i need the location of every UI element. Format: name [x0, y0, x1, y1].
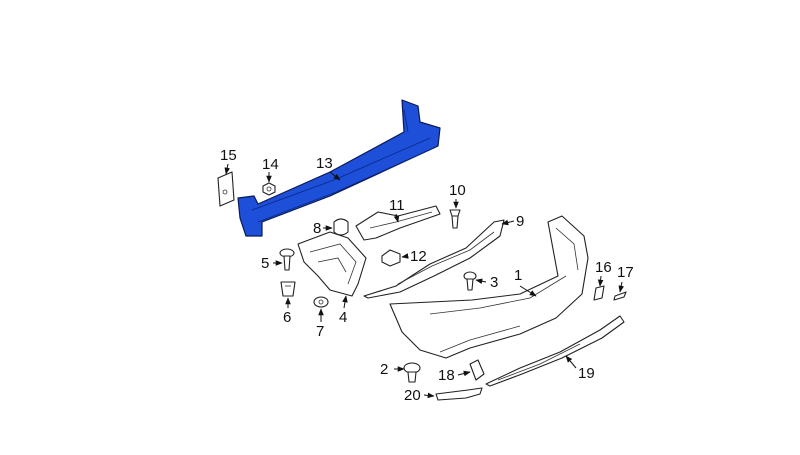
callout-label: 14: [262, 156, 279, 173]
callout-14: 14: [262, 156, 279, 183]
callout-label: 4: [339, 309, 347, 326]
bracket-18[interactable]: [469, 359, 485, 381]
clip-16[interactable]: [593, 285, 605, 301]
callout-15: 15: [220, 147, 237, 175]
push-pin[interactable]: [449, 209, 461, 229]
bumper-cover[interactable]: [389, 215, 589, 359]
callout-19: 19: [565, 355, 595, 382]
callout-label: 8: [313, 220, 321, 237]
clip-17[interactable]: [613, 291, 627, 301]
clip-nut[interactable]: [381, 249, 401, 267]
callout-label: 13: [316, 155, 333, 172]
support-bracket[interactable]: [297, 231, 367, 297]
callout-12: 12: [401, 248, 427, 265]
callout-label: 16: [595, 259, 612, 276]
callout-7: 7: [316, 308, 324, 340]
lower-trim[interactable]: [485, 315, 625, 387]
nut[interactable]: [262, 182, 276, 196]
callout-4: 4: [339, 295, 348, 326]
callout-label: 6: [283, 309, 291, 326]
callout-16: 16: [595, 259, 612, 287]
callout-label: 20: [404, 387, 421, 404]
callout-1: 1: [514, 267, 537, 297]
reflector[interactable]: [435, 387, 483, 401]
callout-5: 5: [261, 255, 283, 272]
callout-17: 17: [617, 264, 634, 293]
callout-9: 9: [501, 213, 524, 230]
callout-13: 13: [316, 155, 341, 181]
callout-18: 18: [438, 367, 471, 384]
bracket-plate[interactable]: [217, 171, 235, 207]
callout-20: 20: [404, 387, 435, 404]
callout-2: 2: [380, 361, 405, 378]
screw-5[interactable]: [279, 248, 295, 271]
callout-label: 17: [617, 264, 634, 281]
callout-label: 1: [514, 267, 522, 284]
callout-3: 3: [475, 274, 498, 291]
callout-label: 3: [490, 274, 498, 291]
callout-label: 2: [380, 361, 388, 378]
screw-2[interactable]: [403, 362, 421, 383]
callout-6: 6: [283, 297, 291, 326]
callout-label: 19: [578, 365, 595, 382]
pad[interactable]: [333, 218, 349, 236]
callout-label: 10: [449, 182, 466, 199]
callout-label: 15: [220, 147, 237, 164]
callout-label: 18: [438, 367, 455, 384]
callout-label: 7: [316, 323, 324, 340]
side-bracket[interactable]: [363, 219, 505, 299]
clip-6[interactable]: [280, 281, 296, 297]
callout-10: 10: [449, 182, 466, 209]
callout-label: 12: [410, 248, 427, 265]
callout-8: 8: [313, 220, 333, 237]
callout-label: 11: [389, 197, 405, 214]
callout-11: 11: [389, 197, 405, 223]
grommet-7[interactable]: [313, 296, 329, 308]
callout-label: 5: [261, 255, 269, 272]
callout-label: 9: [516, 213, 524, 230]
bolt-3[interactable]: [463, 271, 477, 291]
